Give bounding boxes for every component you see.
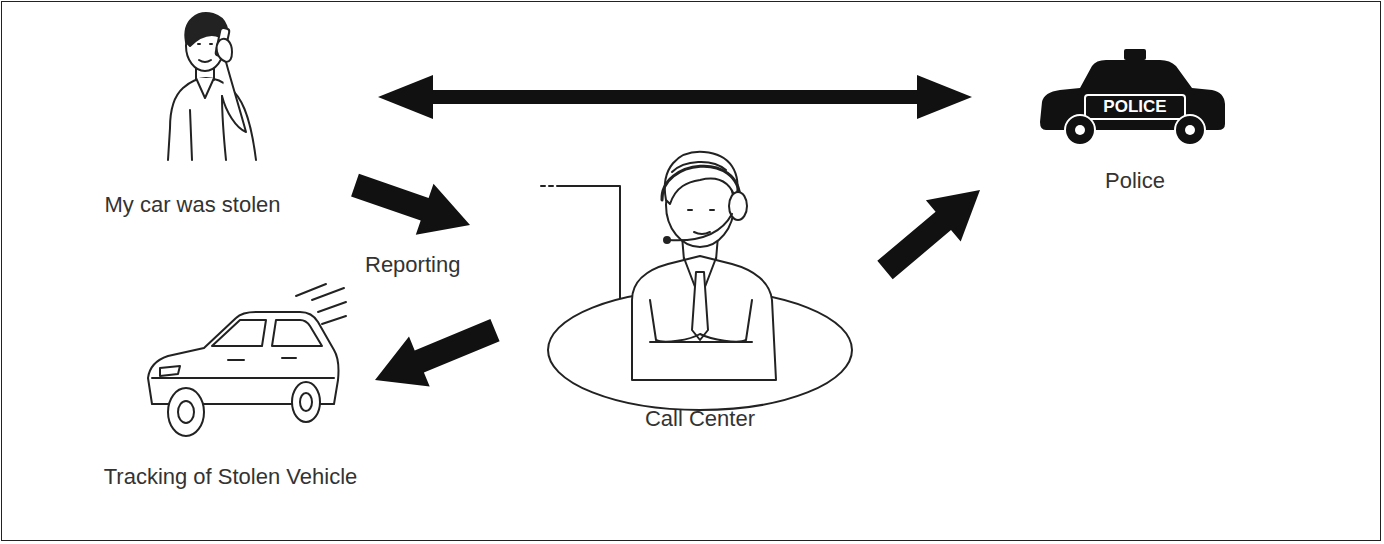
car-plate-text: POLICE bbox=[1085, 95, 1185, 119]
police-car bbox=[1040, 49, 1225, 145]
node-caption: Call Center bbox=[540, 406, 860, 432]
block-arrow bbox=[877, 190, 980, 279]
caller-node: My car was stolen bbox=[85, 12, 300, 217]
arrow-label: Reporting bbox=[365, 252, 460, 278]
block-arrow bbox=[378, 75, 972, 119]
operator-figure bbox=[541, 152, 852, 410]
call-center-node: Call Center bbox=[540, 150, 860, 435]
police-node: POLICE Police bbox=[1035, 40, 1235, 195]
stolen-car bbox=[148, 284, 346, 436]
node-caption: Tracking of Stolen Vehicle bbox=[78, 464, 383, 490]
node-caption: Police bbox=[1035, 168, 1235, 194]
node-caption: My car was stolen bbox=[85, 192, 300, 218]
block-arrow bbox=[375, 319, 500, 387]
block-arrow bbox=[351, 174, 470, 235]
vehicle-node: Tracking of Stolen Vehicle bbox=[78, 280, 383, 495]
caller-figure bbox=[168, 13, 256, 160]
